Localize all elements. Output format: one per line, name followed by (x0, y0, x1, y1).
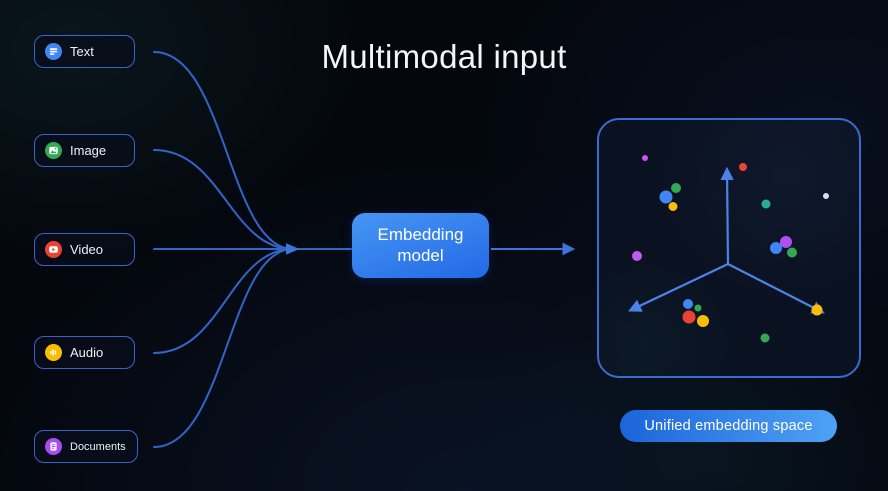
image-icon (45, 142, 62, 159)
input-chip-label: Image (70, 143, 107, 158)
embedding-model-node: Embedding model (352, 213, 489, 278)
input-chip-audio: Audio (34, 336, 135, 369)
unified-embedding-space-pill: Unified embedding space (620, 410, 837, 442)
input-chip-video: Video (34, 233, 135, 266)
input-chip-label: Video (70, 242, 104, 257)
audio-icon (45, 344, 62, 361)
input-chip-label: Text (70, 44, 94, 59)
connector-audio (153, 248, 294, 354)
connector-documents (153, 248, 294, 448)
embedding-space-panel (597, 118, 861, 378)
input-chip-label: Documents (70, 440, 126, 453)
input-chip-image: Image (34, 134, 135, 167)
merge-arrowhead (286, 243, 300, 255)
input-chip-documents: Documents (34, 430, 138, 463)
page-title: Multimodal input (321, 38, 567, 75)
input-chip-label: Audio (70, 345, 104, 360)
input-chip-text: Text (34, 35, 135, 68)
connector-text (153, 51, 294, 250)
pill-label: Unified embedding space (644, 418, 813, 434)
video-icon (45, 241, 62, 258)
text-icon (45, 43, 62, 60)
embedding-model-label: Embedding model (377, 224, 464, 265)
input-connector-curves (153, 51, 352, 448)
connector-image (153, 149, 294, 250)
documents-icon (45, 438, 62, 455)
